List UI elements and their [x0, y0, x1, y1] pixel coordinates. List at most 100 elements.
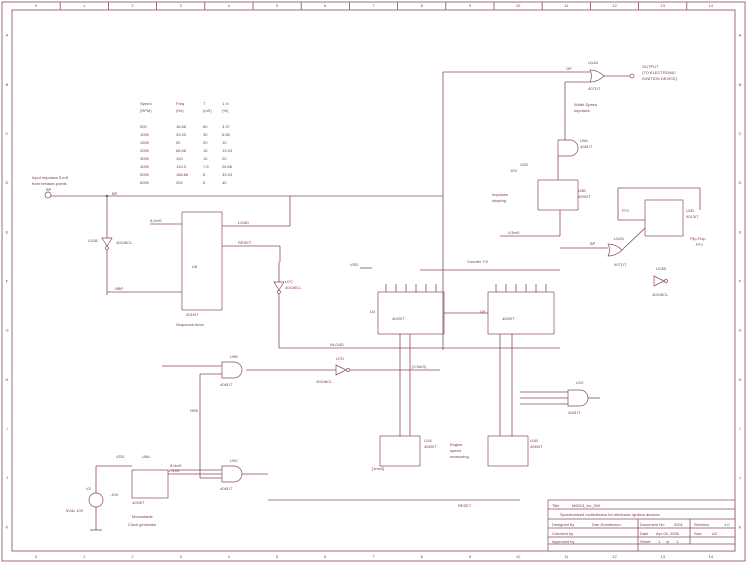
- u13b-inverter-icon: [653, 275, 665, 287]
- u9a-and-icon: [557, 139, 579, 157]
- op-net: OP: [566, 66, 572, 71]
- u5-part: 4029IT: [502, 316, 515, 321]
- u1b-label: U1B: [530, 438, 538, 443]
- u12d-label: U12D: [614, 236, 624, 241]
- row-marker: B: [739, 82, 742, 87]
- shaping-caption-2: shaping: [492, 198, 506, 203]
- monostable-caption-2: Clock generator: [128, 522, 157, 527]
- nre-net: NRE: [190, 408, 199, 413]
- table-cell: 33.33: [222, 172, 233, 177]
- table-unit-t: (mS): [203, 108, 212, 113]
- row-marker: A: [6, 33, 9, 38]
- column-marker: 10: [516, 3, 521, 8]
- table-cell: 10: [222, 140, 227, 145]
- engine-caption-2: speed: [450, 448, 461, 453]
- row-marker: K: [6, 524, 9, 529]
- u9b-and-gate: U9B 4081IT: [162, 354, 243, 387]
- row-marker: H: [6, 377, 9, 382]
- output-connector-icon: [629, 73, 635, 79]
- row-marker: J: [6, 475, 8, 480]
- column-marker: 13: [660, 3, 665, 8]
- u6-label: U6: [192, 264, 198, 269]
- row-marker: H: [739, 377, 742, 382]
- table-cell: 6.66: [222, 132, 231, 137]
- table-cell: 3000: [140, 156, 150, 161]
- u10-gate: U10 4081IT: [520, 380, 600, 415]
- table-cell: 2000: [140, 148, 150, 153]
- row-marker: B: [6, 82, 9, 87]
- title-label: Title: [552, 503, 560, 508]
- minus10: -10V: [110, 492, 119, 497]
- column-marker: 1: [83, 3, 86, 8]
- designed-value: Dan Dumitrescu: [592, 522, 621, 527]
- column-marker: 13: [660, 554, 665, 559]
- row-marker: E: [6, 229, 9, 234]
- u7c-label: U7C: [285, 279, 293, 284]
- column-marker: 5: [276, 554, 279, 559]
- row-marker: A: [739, 33, 742, 38]
- row-marker: C: [6, 131, 9, 136]
- nload-net: NLOAD: [330, 342, 344, 347]
- u9b-part: 4081IT: [220, 382, 233, 387]
- output-section: U14A 4071IT OP OUTPUT (TO ELECTRONIC IGN…: [442, 60, 678, 350]
- u9a-label: U9A: [580, 138, 588, 143]
- u7d-inverter-icon: [335, 364, 347, 376]
- revision-label: Revision: [694, 522, 709, 527]
- monostable-caption-1: Monostable: [132, 514, 153, 519]
- u14a-label: U14A: [588, 60, 598, 65]
- width-caption-2: impulses: [574, 108, 590, 113]
- table-cell: 4000: [140, 164, 150, 169]
- table-header-t: T: [203, 101, 206, 106]
- column-marker: 1: [83, 554, 86, 559]
- table-unit-speed: (RPM): [140, 108, 152, 113]
- u9c-and-icon: [221, 465, 243, 483]
- of-label: of: [666, 539, 670, 544]
- output-label-3: IGNITION DEVICE): [642, 76, 678, 81]
- date-label: Date: [640, 531, 649, 536]
- sequence-timer-u6: U6 4015IT Sequence timer 5,0mS LOAD RESE…: [150, 196, 291, 327]
- vdd-clock: VDD: [116, 454, 125, 459]
- u7c-inverter: U7C 40106CL NLOAD: [273, 262, 378, 349]
- voltage-source-icon: [88, 492, 104, 508]
- u7d-label: U7D: [336, 356, 344, 361]
- vdd-counter: VDD: [350, 262, 359, 267]
- u3b-part: 4093IT: [578, 194, 591, 199]
- five-ms-label: 5,0mS: [150, 218, 162, 223]
- u1a-label: U1A: [424, 438, 432, 443]
- u7d-part: 40106CL: [316, 379, 333, 384]
- document-value: 0001: [674, 522, 684, 527]
- column-marker: 0: [35, 554, 38, 559]
- clock-generator-section: VDD U8A 4093IT Monostable Clock generato…: [66, 454, 222, 531]
- u14a-part: 4071IT: [588, 86, 601, 91]
- table-cell: 166.66: [176, 172, 189, 177]
- column-marker: 9: [469, 3, 472, 8]
- column-marker: 4: [228, 554, 231, 559]
- u2b-label: U2B: [686, 208, 694, 213]
- row-marker: E: [739, 229, 742, 234]
- column-marker: 10: [516, 554, 521, 559]
- engine-speed-section: U1A 4069IT [1ms3] U1B 4069IT Engine spee…: [268, 435, 543, 508]
- row-marker: I: [6, 426, 7, 431]
- input-label-2: from breaker-points: [32, 181, 67, 186]
- u13b-label: U13B: [656, 266, 666, 271]
- u9a-part: 4081IT: [580, 144, 593, 149]
- reset-net-2: RESET: [458, 503, 472, 508]
- u8a-label: U8A: [142, 454, 150, 459]
- inner-frame: [11, 9, 736, 552]
- column-marker: 6: [324, 554, 327, 559]
- input-connector-icon: [44, 191, 52, 199]
- table-cell: 33.33: [176, 132, 187, 137]
- u11b-inverter-icon: [101, 237, 113, 247]
- column-marker: 4: [228, 3, 231, 8]
- approved-label: Approved by: [552, 539, 574, 544]
- size-value: A3: [712, 531, 718, 536]
- u10-label: U10: [576, 380, 584, 385]
- u9b-label: U9B: [230, 354, 238, 359]
- table-cell: 200: [176, 180, 183, 185]
- u1b-part: 4069IT: [530, 444, 543, 449]
- table-cell: 1500: [140, 140, 150, 145]
- column-marker: 12: [612, 554, 617, 559]
- table-cell: 50: [176, 140, 181, 145]
